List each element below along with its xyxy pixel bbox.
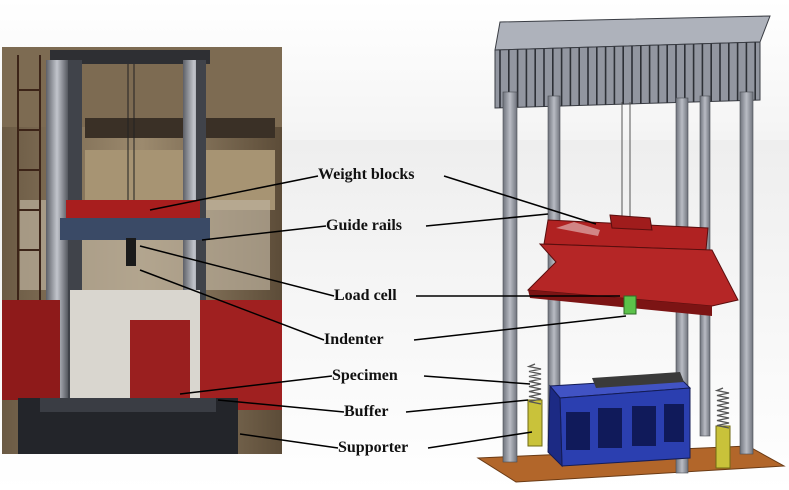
- leader-guide-rails-right: [425, 213, 549, 227]
- top-cage: [494, 15, 771, 109]
- leader-indenter-left: [139, 269, 325, 341]
- buffers-cad: [526, 363, 731, 469]
- leader-indenter-right: [413, 315, 627, 341]
- leader-specimen-left: [179, 375, 333, 395]
- specimen-cad: [547, 372, 692, 468]
- leader-buffer-right: [405, 399, 529, 413]
- leader-supporter-right: [427, 431, 533, 449]
- label-guide-rails: Guide rails: [326, 217, 403, 234]
- label-load-cell: Load cell: [334, 287, 397, 304]
- label-weight-blocks: Weight blocks: [318, 166, 415, 183]
- label-supporter: Supporter: [338, 439, 409, 456]
- leader-load-cell-left: [139, 245, 335, 297]
- photo-frame: [2, 47, 282, 454]
- leader-weight-blocks-left: [149, 175, 319, 211]
- buffer-spring: [714, 387, 730, 429]
- leader-buffer-left: [217, 399, 345, 413]
- weight-assembly-cad: [526, 214, 739, 316]
- leader-specimen-right: [423, 375, 531, 385]
- buffer-spring: [526, 363, 542, 405]
- leader-guide-rails-left: [201, 225, 327, 241]
- label-buffer: Buffer: [344, 403, 389, 420]
- label-specimen: Specimen: [332, 367, 398, 384]
- leader-weight-blocks-right: [443, 175, 597, 225]
- label-indenter: Indenter: [324, 331, 384, 348]
- leader-supporter-left: [239, 433, 339, 449]
